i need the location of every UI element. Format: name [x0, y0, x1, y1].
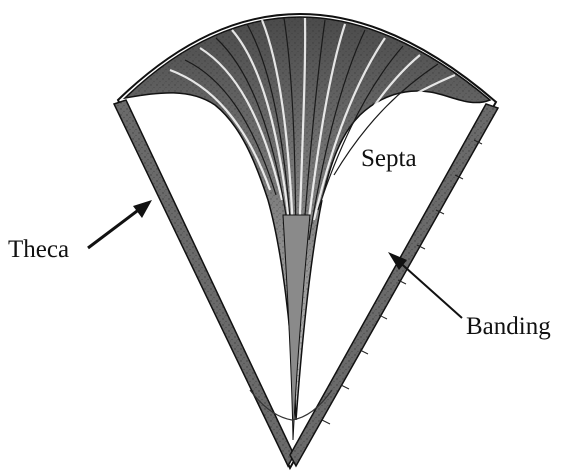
theca-label: Theca [8, 237, 69, 262]
septa-label: Septa [361, 146, 417, 171]
theca-arrow [88, 200, 152, 248]
banding-label: Banding [466, 314, 551, 339]
banding-arrow [388, 252, 462, 318]
